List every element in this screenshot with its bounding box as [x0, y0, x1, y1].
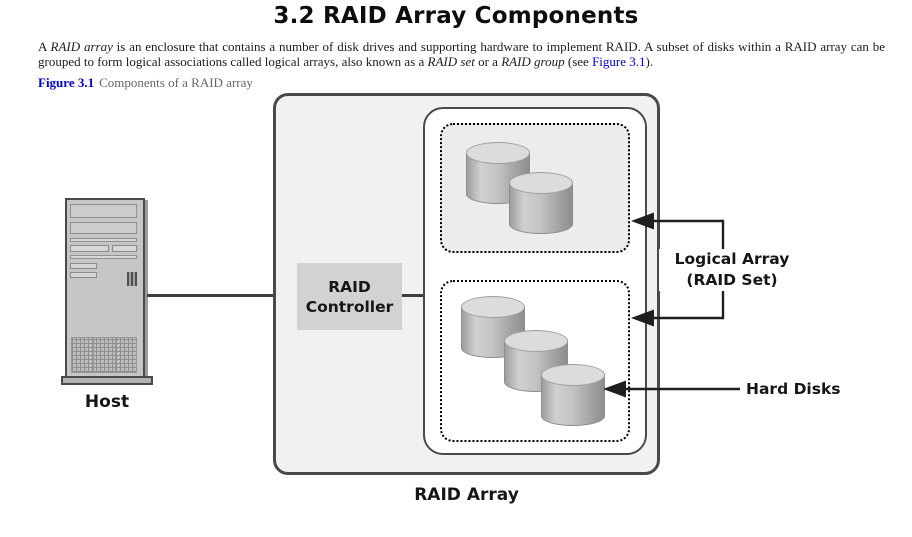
disk-top [509, 172, 573, 194]
term-raid-set: RAID set [427, 54, 475, 69]
host-drive-bay [112, 245, 137, 252]
disk-top [541, 364, 605, 386]
controller-to-disks-connector [401, 294, 424, 297]
host-trim-bar [70, 238, 137, 242]
host-label: Host [84, 392, 130, 412]
logical-array-label: Logical Array (RAID Set) [659, 249, 805, 291]
figure-3-1-link[interactable]: Figure 3.1 [592, 54, 646, 69]
hard-disk-icon [504, 330, 570, 394]
host-drive-bay [70, 245, 109, 252]
raid-array-label: RAID Array [414, 485, 519, 505]
disk-top [466, 142, 530, 164]
disk-top [504, 330, 568, 352]
term-raid-array: RAID array [50, 39, 113, 54]
logical-array-label-line2: (RAID Set) [686, 271, 778, 289]
term-raid-group: RAID group [501, 54, 565, 69]
logical-array-label-line1: Logical Array [674, 250, 790, 268]
host-top-panel [70, 204, 137, 218]
body-paragraph: A RAID array is an enclosure that contai… [38, 39, 885, 69]
figure-caption-text: Components of a RAID array [99, 75, 253, 90]
hard-disk-icon [509, 172, 575, 236]
host-trim-bar [70, 255, 137, 259]
hard-disk-icon [541, 364, 607, 428]
host-slot [70, 263, 97, 269]
paragraph-text: (see [564, 54, 593, 69]
host-panel [70, 222, 137, 234]
paragraph-text: A [38, 39, 51, 54]
host-vent-grille [71, 337, 137, 373]
page-title: 3.2 RAID Array Components [273, 3, 639, 29]
figure-caption-label: Figure 3.1 [38, 75, 95, 90]
host-tower-base [61, 376, 153, 385]
host-tower-graphic [65, 198, 145, 378]
hard-disks-label: Hard Disks [746, 380, 841, 398]
host-power-button-icon [127, 272, 137, 286]
raid-controller-box: RAID Controller [297, 263, 402, 330]
host-slot [70, 272, 97, 278]
disk-top [461, 296, 525, 318]
figure-caption: Figure 3.1 Components of a RAID array [38, 75, 253, 91]
host-to-array-connector [147, 294, 298, 297]
paragraph-text: is an enclosure that contains a number o… [38, 39, 886, 69]
paragraph-text: or a [474, 54, 502, 69]
paragraph-text: ). [645, 54, 654, 69]
